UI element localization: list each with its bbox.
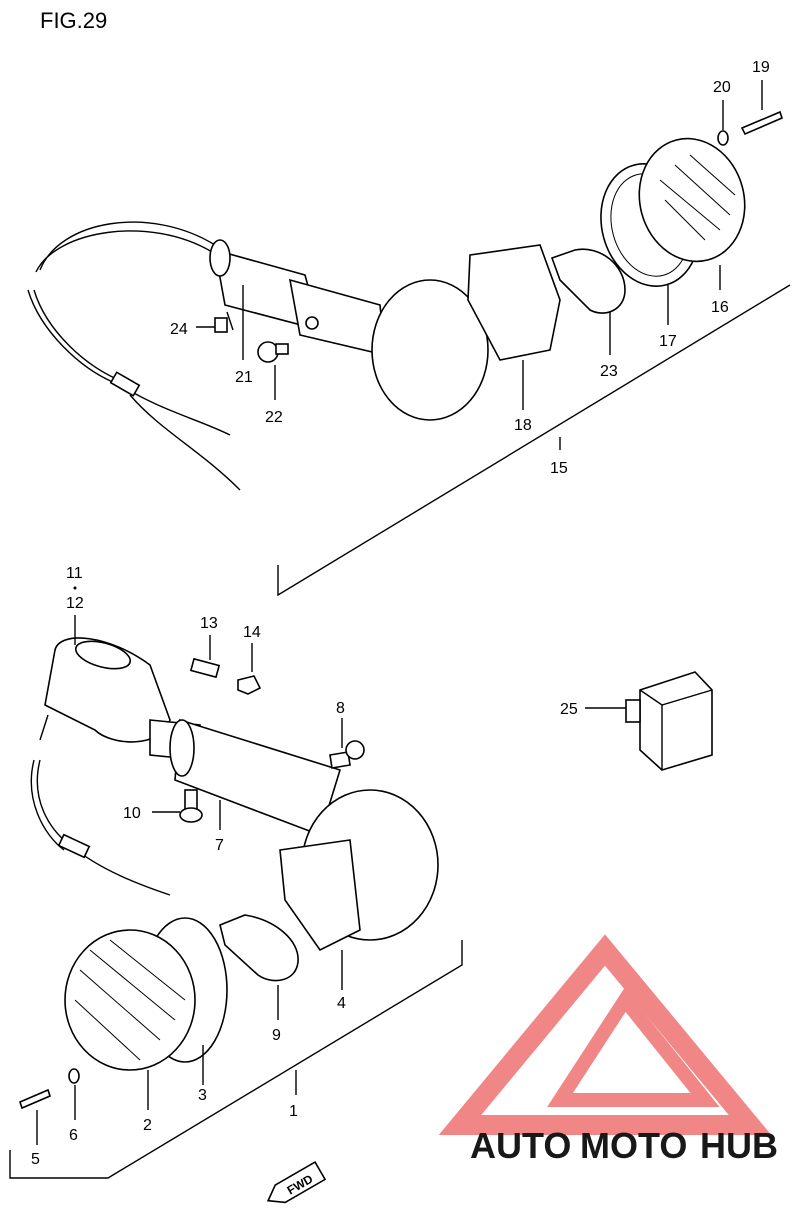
callout-5: 5 [31, 1151, 40, 1168]
lens-2 [64, 929, 196, 1071]
callout-3: 3 [198, 1087, 207, 1104]
upper-wire-lower-2 [33, 289, 125, 383]
callout-18: 18 [514, 417, 532, 434]
callout-19: 19 [752, 59, 770, 76]
callout-23: 23 [600, 363, 618, 380]
relay-25-edges [639, 689, 713, 770]
callout-7: 7 [215, 837, 224, 854]
upper-turn-signal-assembly [27, 110, 791, 597]
screw-13 [189, 657, 221, 679]
nut-14 [237, 675, 262, 695]
clamp-12-opening [74, 640, 132, 670]
callout-10: 10 [123, 805, 141, 822]
housing-4-bracket [279, 839, 361, 952]
screw-8-head [345, 740, 365, 760]
screw-10-shank [184, 789, 198, 811]
watermark-brand-auto: AUTO [470, 1125, 571, 1166]
relay-25-connector [625, 699, 641, 723]
relay-25 [639, 671, 713, 771]
screw-22-head [257, 341, 279, 363]
callout-17: 17 [659, 333, 677, 350]
screw-22-shank [275, 343, 289, 355]
screw-8-shank [329, 751, 351, 769]
callout-25: 25 [560, 701, 578, 718]
watermark-logo: AUTO MOTO HUB [438, 934, 778, 1166]
figure-title: FIG.29 [40, 8, 107, 33]
lens-16 [638, 137, 746, 263]
screw-10-head [179, 807, 203, 823]
lens-2-pattern [74, 939, 186, 1061]
callout-13: 13 [200, 615, 218, 632]
watermark-brand-hub: HUB [700, 1125, 778, 1166]
callout-12: 12 [66, 595, 84, 612]
upper-wire-top-2 [35, 230, 213, 273]
callout-labels: 1 2 3 4 5 6 7 8 9 10 11 12 13 14 15 16 1… [31, 59, 770, 1168]
fwd-direction-marker: FWD [266, 1160, 327, 1204]
lower-turn-signal-assembly [9, 637, 713, 1179]
callout-4: 4 [337, 995, 346, 1012]
watermark-brand-moto: MOTO [580, 1125, 687, 1166]
lower-wire-sleeve [57, 833, 91, 859]
upper-wire-top [39, 221, 216, 271]
upper-stalk-neck [288, 278, 386, 357]
callout-2: 2 [143, 1117, 152, 1134]
lower-wire [36, 759, 171, 896]
screw-5 [19, 1088, 51, 1110]
stalk-7-end [169, 719, 195, 777]
assembly-bracket-1 [9, 940, 463, 1179]
assembly-bracket-15 [277, 284, 791, 597]
callout-8: 8 [336, 700, 345, 717]
screw-24-shank [226, 311, 234, 331]
watermark-triangle [438, 934, 772, 1135]
washer-20 [717, 130, 729, 146]
callout-15: 15 [550, 460, 568, 477]
bulb-9 [219, 914, 299, 982]
callout-6: 6 [69, 1127, 78, 1144]
upper-wire-sleeve [109, 371, 141, 397]
callout-21: 21 [235, 369, 253, 386]
callout-14: 14 [243, 624, 261, 641]
lower-wire-2 [30, 759, 65, 851]
callout-16: 16 [711, 299, 729, 316]
bulb-23 [550, 248, 626, 314]
clamp-12-tab [39, 714, 49, 741]
watermark-inner-shape [547, 988, 720, 1107]
reflector-18 [467, 244, 561, 361]
screw-19 [740, 110, 783, 136]
callout-24: 24 [170, 321, 188, 338]
lens-16-pattern [659, 154, 736, 241]
callout-leaders [36, 80, 763, 1145]
callout-22: 22 [265, 409, 283, 426]
washer-6 [68, 1068, 80, 1084]
upper-housing [371, 279, 489, 421]
callout-1: 1 [289, 1103, 298, 1120]
upper-stalk-end [209, 239, 231, 277]
upper-wire-lead [129, 394, 241, 491]
callout-20: 20 [713, 79, 731, 96]
upper-stalk-screw-hole [305, 316, 319, 330]
fwd-arrow-shape [266, 1160, 327, 1204]
callout-11: 11 [66, 565, 83, 582]
screw-24 [214, 317, 228, 333]
callout-9: 9 [272, 1027, 281, 1044]
upper-wire-lower [27, 289, 231, 436]
callout-11-12-separator [73, 586, 77, 590]
